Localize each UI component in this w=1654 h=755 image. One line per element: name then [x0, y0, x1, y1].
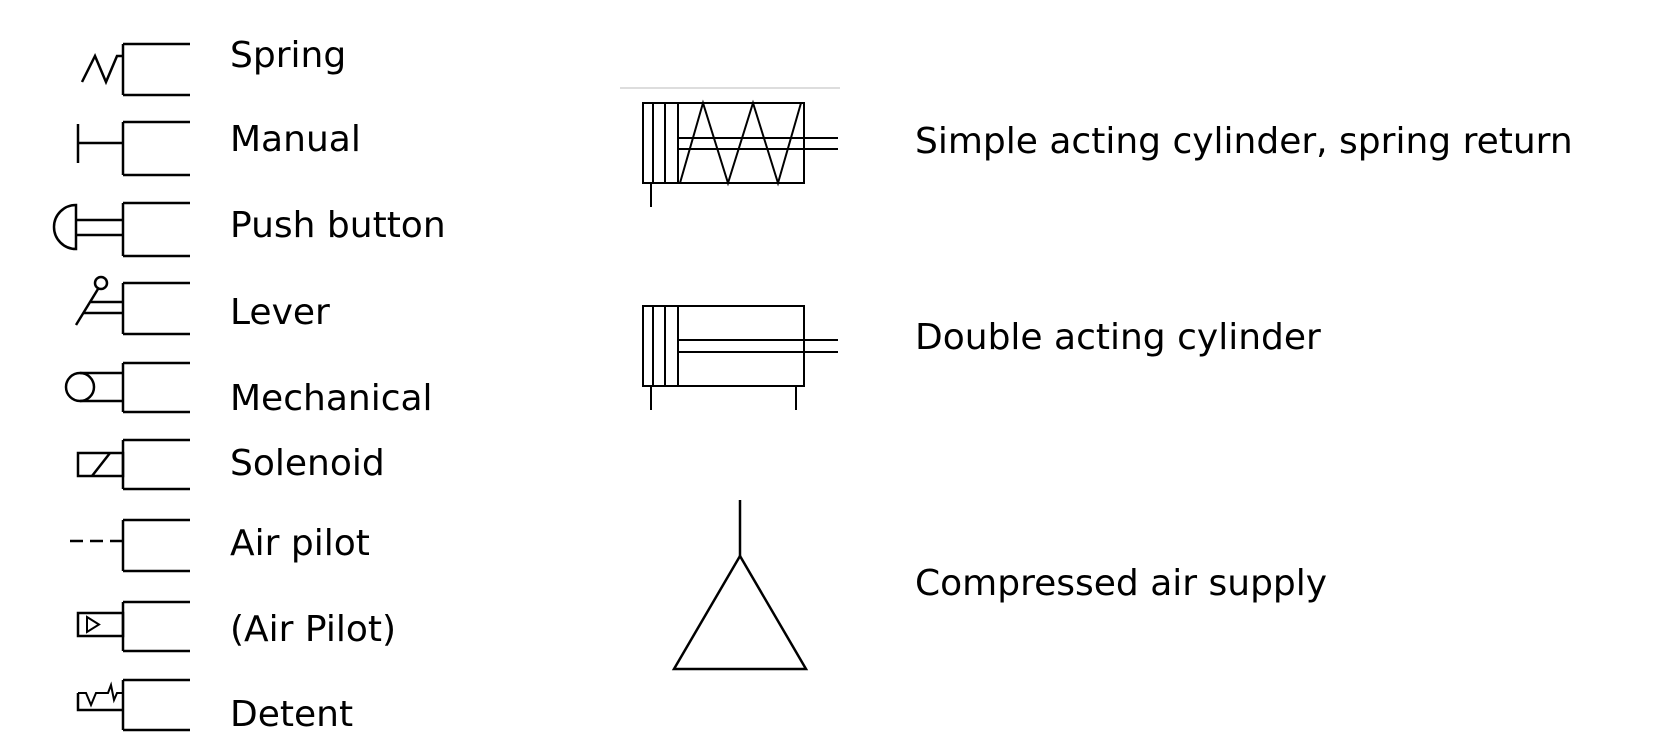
- label-lever: Lever: [230, 292, 330, 333]
- compressed-air-supply-icon: [671, 500, 809, 671]
- lever-icon: [74, 275, 190, 336]
- mechanical-icon: [64, 361, 190, 414]
- label-compressed-air-supply: Compressed air supply: [915, 563, 1328, 604]
- push-button-icon: [52, 201, 190, 258]
- solenoid-icon: [76, 438, 190, 491]
- single-acting-cylinder-icon: [620, 87, 840, 207]
- label-double-acting-cylinder: Double acting cylinder: [915, 317, 1321, 358]
- label-solenoid: Solenoid: [230, 443, 385, 484]
- label-mechanical: Mechanical: [230, 378, 433, 419]
- label-single-acting-cylinder: Simple acting cylinder, spring return: [915, 121, 1573, 162]
- air-pilot-icon: [70, 518, 190, 573]
- double-acting-cylinder-icon: [642, 305, 838, 410]
- label-air-pilot-box: (Air Pilot): [230, 609, 397, 650]
- label-manual: Manual: [230, 119, 361, 160]
- air-pilot-box-icon: [76, 600, 190, 653]
- detent-icon: [76, 678, 190, 732]
- label-air-pilot: Air pilot: [230, 523, 370, 564]
- manual-icon: [76, 120, 190, 177]
- label-detent: Detent: [230, 694, 354, 735]
- spring-icon: [80, 42, 190, 97]
- label-push-button: Push button: [230, 205, 446, 246]
- label-spring: Spring: [230, 35, 347, 76]
